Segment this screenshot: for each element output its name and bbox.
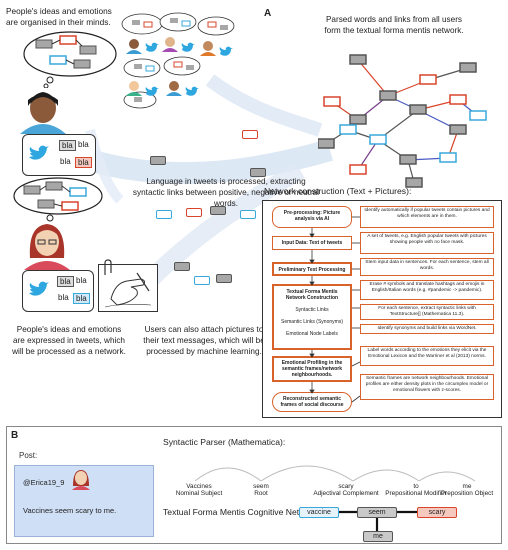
substep-semantic: Semantic Links (Synonyms) (281, 319, 343, 325)
dependency-arcs (194, 465, 476, 482)
scattered-word-chip (242, 130, 258, 139)
token-vaccines: Vaccines Nominal Subject (169, 483, 229, 498)
scattered-word-chip (150, 156, 166, 165)
tweet2-word-1: bla (57, 276, 74, 287)
token-role: Nominal Subject (175, 490, 223, 498)
substep-syntactic: Syntactic Links (295, 307, 329, 313)
token-me: me Preposition Object (437, 483, 497, 498)
scattered-word-chip (194, 276, 210, 285)
net-node-vaccine: vaccine (299, 507, 339, 518)
note-hashtags: Erase # symbols and translate hashtags a… (360, 280, 494, 300)
mini-user-thoughts (121, 12, 235, 109)
step-arrows (309, 216, 361, 403)
scattered-word-chip (156, 210, 172, 219)
tweet-card-1: bla bla bla bla (22, 134, 96, 176)
person-man-avatar (20, 92, 66, 134)
twitter-bird-icon (29, 145, 49, 160)
twitter-bird-icon (29, 281, 49, 296)
token-to: to Prepositional Modifier (379, 483, 453, 498)
panel-b: B Post: @Erica19_9 Vaccines seem scary t… (6, 426, 502, 544)
note-synonyms: Identify synonyms and build links via Wo… (360, 324, 494, 334)
scattered-word-chip (174, 262, 190, 271)
scattered-word-chip (186, 208, 202, 217)
token-scary: scary Adjectival Complement (303, 483, 389, 498)
step-preliminary-processing: Preliminary Text Processing (272, 262, 352, 276)
token-role: Prepositional Modifier (385, 490, 447, 498)
net-node-me: me (363, 531, 393, 542)
token-role: Adjectival Complement (313, 490, 379, 498)
token-word: me (462, 483, 472, 490)
note-emotion-labels: Label words according to the emotions th… (360, 346, 494, 366)
post-handle: @Erica19_9 (23, 478, 65, 487)
token-word: seem (253, 483, 269, 490)
panel-a-label: A (264, 8, 272, 19)
forma-mentis-network-graph (318, 54, 487, 188)
token-word: Vaccines (186, 483, 212, 490)
post-text: Vaccines seem scary to me. (23, 506, 117, 515)
step-network-construction: Textual Forma Mentis Network Constructio… (285, 289, 339, 301)
note-input-data: A set of tweets, e.g. English popular tw… (360, 232, 494, 254)
thought-cloud-1 (23, 31, 117, 88)
substep-emotional: Emotional Node Labels (286, 331, 338, 337)
tweet2-word-3: bla (58, 293, 69, 302)
step-network-construction-group: Textual Forma Mentis Network Constructio… (272, 284, 352, 350)
tweet2-word-4: bla (73, 293, 90, 304)
post-card: @Erica19_9 Vaccines seem scary to me. (14, 465, 154, 537)
scattered-word-chip (240, 210, 256, 219)
paperclip-icon (104, 259, 112, 275)
language-caption: Language in tweets is processed, extract… (132, 177, 320, 208)
network-caption: Parsed words and links from all users fo… (324, 15, 464, 35)
person-woman-avatar (24, 224, 70, 270)
tweet-card-2: bla bla bla bla (22, 270, 94, 312)
note-stemming: Stem input data in sentences. For each s… (360, 258, 494, 276)
tweet1-word-3: bla (60, 157, 71, 166)
cognitive-network-links (337, 510, 417, 531)
thought-cloud-2 (13, 177, 103, 222)
net-node-seem: seem (357, 507, 397, 518)
tweet2-word-2: bla (76, 276, 87, 285)
thought-caption: People's ideas and emotions are organise… (6, 6, 112, 27)
net-node-scary: scary (417, 507, 457, 518)
scattered-word-chip (210, 206, 226, 215)
panel-b-label: B (11, 430, 19, 441)
hand-writing-icon (104, 272, 152, 308)
note-semantic-frames: Semantic frames are network neighbourhoo… (360, 374, 494, 400)
tweet1-word-1: bla (59, 140, 76, 151)
scattered-word-chip (250, 168, 266, 177)
tweet-caption: People's ideas and emotions are expresse… (12, 325, 126, 356)
woman-avatar-icon (72, 470, 90, 490)
picture-caption: Users can also attach pictures to their … (143, 325, 265, 356)
note-syntactic: For each sentence, extract syntactic lin… (360, 304, 494, 320)
tweet1-word-2: bla (78, 140, 89, 149)
note-picture-analysis: Identify automatically if popular tweets… (360, 206, 494, 228)
tweet1-word-4: bla (75, 157, 92, 168)
token-word: to (413, 483, 419, 490)
token-word: scary (338, 483, 354, 490)
network-title: Textual Forma Mentis Cognitive Network: (163, 507, 320, 517)
attached-picture (98, 259, 158, 312)
construction-title: Network construction (Text + Pictures): (264, 186, 412, 196)
step-picture-analysis: Pre-processing: Picture analysis via AI (272, 206, 352, 228)
token-seem: seem Root (241, 483, 281, 498)
scattered-word-chip (216, 274, 232, 283)
parser-title: Syntactic Parser (Mathematica): (163, 437, 286, 447)
token-role: Root (254, 490, 268, 498)
token-role: Preposition Object (440, 490, 494, 498)
post-label: Post: (19, 451, 38, 460)
